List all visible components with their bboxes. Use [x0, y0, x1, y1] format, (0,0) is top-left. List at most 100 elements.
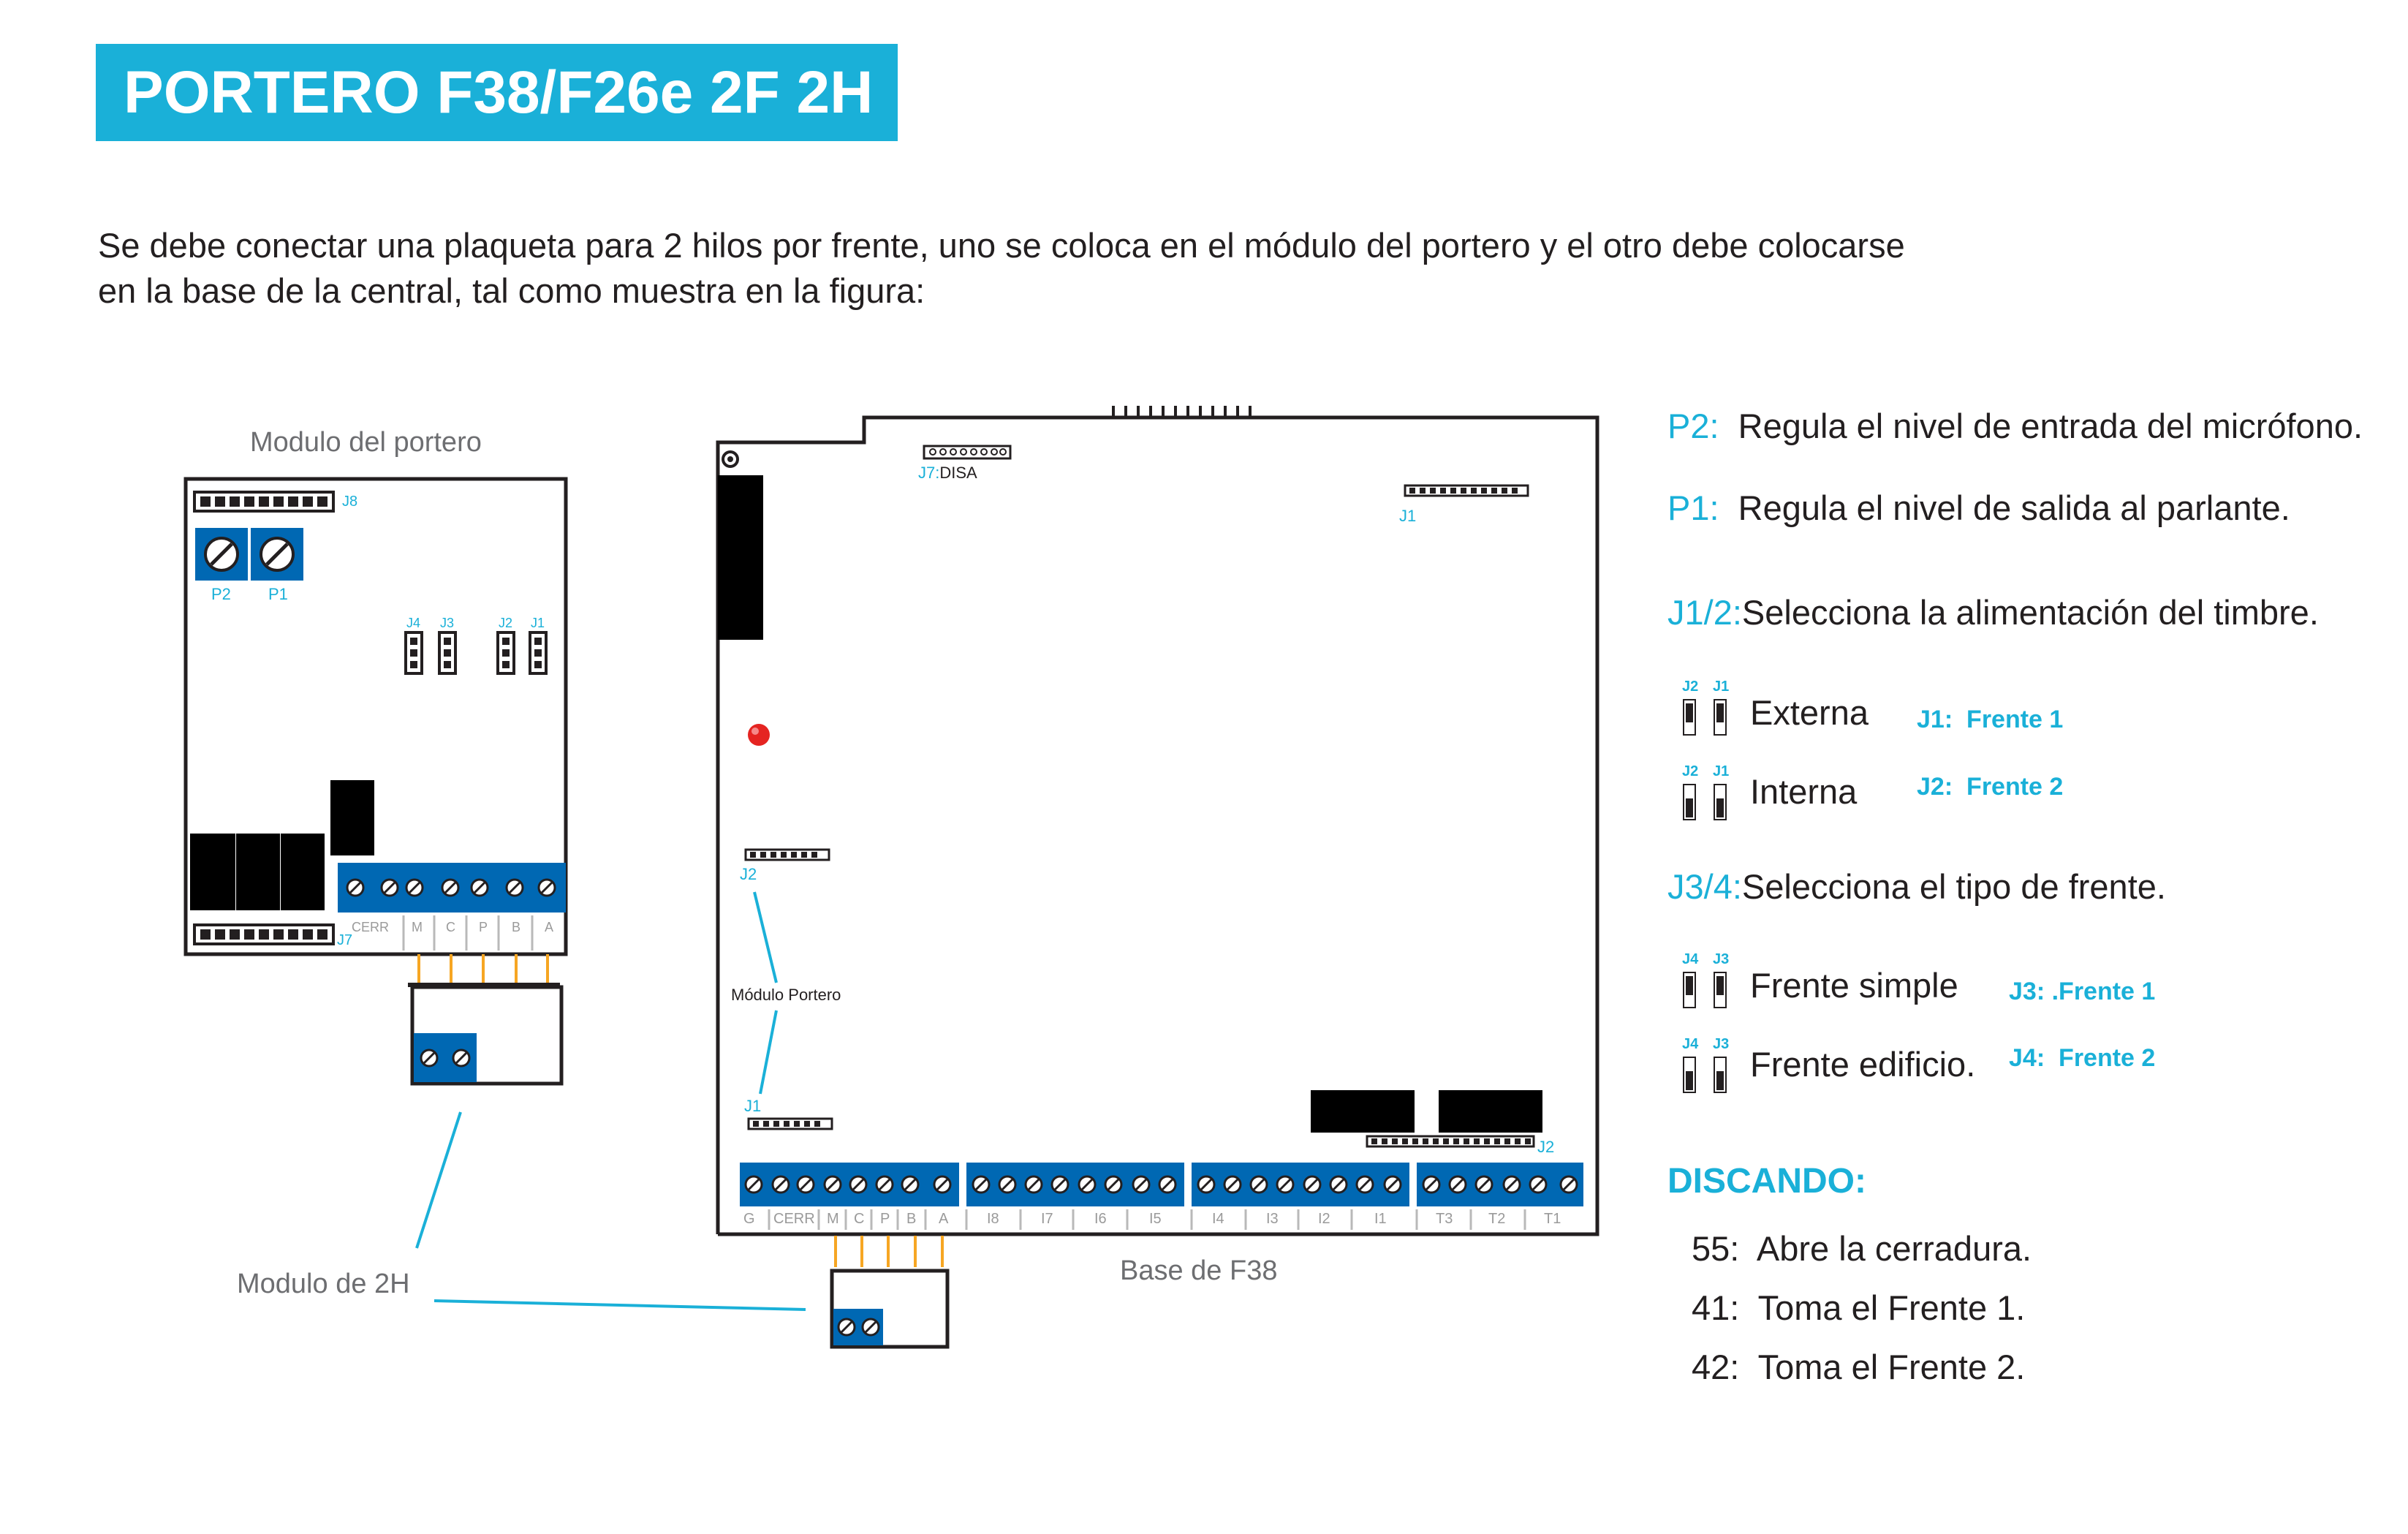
portero-module-title: Modulo del portero [250, 427, 482, 458]
base-term-i2: I2 [1318, 1211, 1330, 1227]
portero-j4-label: J4 [406, 616, 421, 630]
base-term-m: M [827, 1211, 839, 1227]
base-j2-left-label: J2 [740, 865, 757, 883]
interna-label: Interna [1750, 772, 1858, 811]
discando-text-2: Toma el Frente 1. [1757, 1288, 2026, 1327]
portero-relay-small [330, 780, 374, 855]
jumper-j3-label-1: J3 [1713, 951, 1730, 967]
j2-frente-key: J2: [1917, 773, 1953, 801]
legend-p1-key: P1: [1667, 488, 1719, 527]
base-term-t1: T1 [1544, 1211, 1561, 1227]
j2-frente-val: Frente 2 [1966, 773, 2064, 801]
p1-label: P1 [268, 585, 288, 603]
intro-paragraph: Se debe conectar una plaqueta para 2 hil… [98, 223, 1905, 314]
base-term-t3: T3 [1436, 1211, 1453, 1227]
base-j2-right-connector [1366, 1135, 1535, 1148]
base-j7-disa-label: J7:DISA [918, 464, 977, 483]
portero-j8-label: J8 [342, 494, 358, 510]
legend-p1: P1: Regula el nivel de salida al parlant… [1667, 488, 2290, 528]
legend-j12-text: Selecciona la alimentación del timbre. [1741, 593, 2319, 632]
discando-item-2: 41: Toma el Frente 1. [1692, 1288, 2025, 1328]
base-j2-connector [744, 848, 830, 861]
portero-term-b: B [512, 920, 521, 934]
base-j2-right-label: J2 [1537, 1138, 1555, 1156]
base-term-i4: I4 [1212, 1211, 1224, 1227]
base-term-g: G [743, 1211, 755, 1227]
j3-frente-key: J3: . [2009, 978, 2059, 1005]
j2-frente-note: J2: Frente 2 [1917, 773, 2063, 801]
legend-p2: P2: Regula el nivel de entrada del micró… [1667, 406, 2363, 446]
portero-term-c: C [446, 920, 455, 934]
p1-screw [261, 538, 293, 570]
base-term-i8: I8 [987, 1211, 999, 1227]
p2-label: P2 [211, 585, 231, 603]
discando-item-3: 42: Toma el Frente 2. [1692, 1347, 2025, 1387]
base-red-led [748, 724, 770, 746]
jumper-j1-label-2: J1 [1713, 763, 1730, 779]
base-term-i7: I7 [1041, 1211, 1053, 1227]
jumper-j4-label-2: J4 [1682, 1036, 1699, 1052]
legend-j12: J1/2:Selecciona la alimentación del timb… [1667, 592, 2319, 632]
portero-relay-2 [236, 834, 280, 910]
base-term-p: P [880, 1211, 890, 1227]
frente-edificio-label: Frente edificio. [1750, 1045, 1976, 1084]
intro-line-2: en la base de la central, tal como muest… [98, 271, 925, 310]
page-title: PORTERO F38/F26e 2F 2H [124, 59, 874, 126]
base-relay-2 [1439, 1090, 1542, 1133]
base-terminal-block-4 [1417, 1163, 1583, 1206]
base-term-cerr: CERR [773, 1211, 815, 1227]
base-term-a: A [939, 1211, 949, 1227]
base-j7-disa-connector [923, 445, 1012, 460]
base-black-component [718, 475, 763, 640]
legend-p2-text: Regula el nivel de entrada del micrófono… [1738, 407, 2363, 445]
legend-p1-text: Regula el nivel de salida al parlante. [1738, 488, 2290, 527]
portero-j7-label: J7 [337, 932, 353, 948]
intro-line-1: Se debe conectar una plaqueta para 2 hil… [98, 226, 1905, 265]
portero-j3-label: J3 [440, 616, 455, 630]
base-j1-top-label: J1 [1399, 507, 1417, 525]
portero-j8-connector [193, 491, 335, 513]
module-2h-label: Modulo de 2H [237, 1269, 410, 1299]
base-term-b: B [906, 1211, 917, 1227]
legend-j34: J3/4:Selecciona el tipo de frente. [1667, 866, 2166, 907]
base-term-i6: I6 [1094, 1211, 1107, 1227]
base-term-i3: I3 [1266, 1211, 1279, 1227]
title-banner: PORTERO F38/F26e 2F 2H [96, 44, 898, 141]
j1-frente-val: Frente 1 [1966, 706, 2064, 733]
module-2h-pointer-right [433, 1299, 806, 1311]
jumper-j3-label-2: J3 [1713, 1036, 1730, 1052]
legend-j12-key: J1/2: [1667, 593, 1742, 632]
portero-term-m: M [412, 920, 423, 934]
base-term-c: C [854, 1211, 865, 1227]
portero-term-p: P [479, 920, 488, 934]
legend-j34-text: Selecciona el tipo de frente. [1741, 867, 2166, 906]
j3-frente-val: Frente 1 [2059, 978, 2156, 1005]
module-2h-pointer-up [415, 1111, 462, 1249]
base-f38-label: Base de F38 [1120, 1255, 1278, 1286]
frente-simple-label: Frente simple [1750, 966, 1958, 1005]
discando-code-3: 42: [1692, 1348, 1740, 1386]
discando-heading: DISCANDO: [1667, 1162, 1866, 1201]
j1-frente-note: J1: Frente 1 [1917, 706, 2063, 734]
portero-term-cerr: CERR [352, 920, 390, 934]
base-relay-1 [1311, 1090, 1415, 1133]
modulo-portero-label: Módulo Portero [731, 986, 841, 1004]
base-term-t2: T2 [1488, 1211, 1506, 1227]
jumper-j4-label-1: J4 [1682, 951, 1699, 967]
base-j7-prefix: J7: [918, 464, 940, 482]
portero-relay-3 [281, 834, 325, 910]
discando-item-1: 55: Abre la cerradura. [1692, 1228, 2032, 1269]
externa-label: Externa [1750, 693, 1869, 732]
jumper-j2-label-1: J2 [1682, 679, 1699, 695]
base-f38-board [716, 415, 1599, 1236]
portero-j1-label: J1 [531, 616, 545, 630]
j4-frente-key: J4: [2009, 1044, 2045, 1072]
portero-j2-label: J2 [499, 616, 513, 630]
base-j1-left-connector [747, 1117, 833, 1130]
j3-frente-note: J3: .Frente 1 [2009, 978, 2155, 1006]
base-term-i1: I1 [1374, 1211, 1387, 1227]
discando-code-1: 55: [1692, 1229, 1740, 1268]
portero-term-a: A [545, 920, 554, 934]
legend-j34-key: J3/4: [1667, 867, 1742, 906]
